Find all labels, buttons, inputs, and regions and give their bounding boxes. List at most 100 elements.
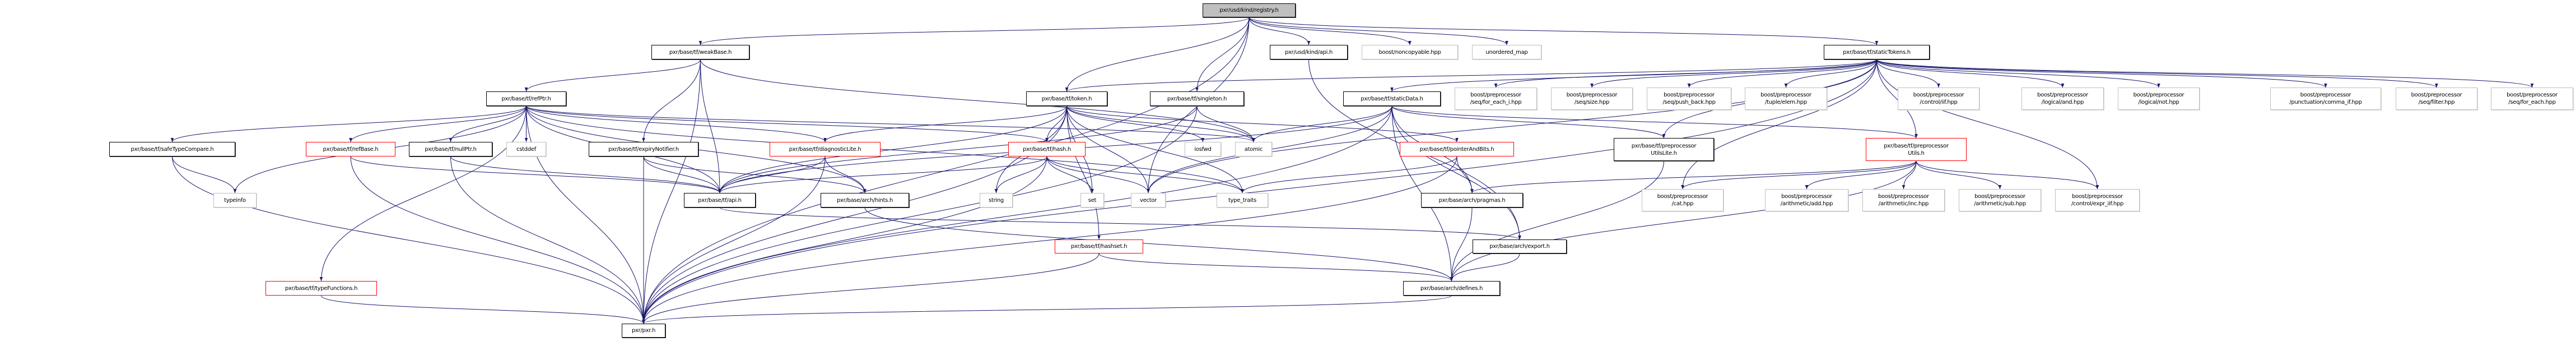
edge-ppUtils-to-sub bbox=[1916, 160, 2002, 190]
edge-weakBase-to-pxr bbox=[642, 59, 701, 324]
edge-staticData-to-export bbox=[1391, 105, 1521, 240]
node-pointer-and-bits[interactable]: pxr/base/tf/pointerAndBits.h bbox=[1400, 142, 1514, 156]
edge-nullPtr-to-tfApi bbox=[450, 156, 721, 193]
node-type-functions[interactable]: pxr/base/tf/typeFunctions.h bbox=[265, 281, 377, 296]
node-add: boost/preprocessor /arithmetic/add.hpp bbox=[1765, 189, 1848, 211]
node-export[interactable]: pxr/base/arch/export.h bbox=[1473, 239, 1567, 254]
edge-token-to-diagnosticLite bbox=[823, 105, 1067, 142]
edge-refPtr-to-typeFunctions bbox=[319, 105, 527, 282]
edge-token-to-pxr bbox=[642, 105, 1067, 324]
edge-hash-to-set bbox=[1046, 156, 1094, 193]
node-tf-api[interactable]: pxr/base/tf/api.h bbox=[684, 193, 756, 208]
edge-staticTokens-to-forEachI bbox=[1494, 59, 1877, 88]
edge-token-to-typeTraits bbox=[1066, 105, 1244, 193]
node-defines[interactable]: pxr/base/arch/defines.h bbox=[1403, 281, 1500, 296]
edge-safeTypeCompare-to-pxr bbox=[172, 156, 645, 324]
node-expr-iif: boost/preprocessor /control/expr_iif.hpp bbox=[2055, 189, 2140, 211]
node-atomic: atomic bbox=[1235, 142, 1272, 156]
node-pp-utils-lite[interactable]: pxr/base/tf/preprocessor UtilsLite.h bbox=[1614, 138, 1714, 161]
node-pxr[interactable]: pxr/pxr.h bbox=[622, 324, 665, 338]
edge-refPtr-to-safeTypeCompare bbox=[170, 105, 527, 142]
edge-diagnosticLite-to-pxr bbox=[642, 156, 826, 324]
edge-token-to-pointerAndBits bbox=[1066, 105, 1459, 142]
edge-staticTokens-to-seqSize bbox=[1590, 59, 1877, 88]
node-weak-base[interactable]: pxr/base/tf/weakBase.h bbox=[651, 45, 749, 59]
node-null-ptr[interactable]: pxr/base/tf/nullPtr.h bbox=[409, 142, 492, 156]
edge-refPtr-to-hash bbox=[526, 105, 1049, 142]
node-expiry-notifier[interactable]: pxr/base/tf/expiryNotifier.h bbox=[589, 142, 698, 156]
edge-token-to-iosfwd bbox=[1066, 105, 1205, 142]
node-unordered-map: unordered_map bbox=[1472, 45, 1541, 59]
node-iosfwd: iosfwd bbox=[1185, 142, 1221, 156]
edge-ppUtils-to-inc bbox=[1902, 160, 1917, 190]
edge-registry-to-staticTokens bbox=[1249, 17, 1879, 45]
node-pp-utils[interactable]: pxr/base/tf/preprocessor Utils.h bbox=[1866, 138, 1967, 161]
edge-typeFunctions-to-pxr bbox=[321, 295, 645, 324]
node-hash[interactable]: pxr/base/tf/hash.h bbox=[1008, 142, 1086, 156]
edge-registry-to-weakBase bbox=[698, 17, 1250, 45]
edge-singleton-to-pxr bbox=[642, 105, 1198, 324]
edge-refPtr-to-nullPtr bbox=[449, 105, 527, 142]
node-static-tokens[interactable]: pxr/base/tf/staticTokens.h bbox=[1824, 45, 1930, 59]
edge-pointerAndBits-to-pragmas bbox=[1456, 156, 1474, 193]
edge-hash-to-pxr bbox=[642, 156, 1047, 324]
edge-diagnosticLite-to-hints bbox=[824, 156, 867, 193]
edge-staticTokens-to-tupleElem bbox=[1784, 59, 1877, 88]
edge-token-to-vector bbox=[1066, 105, 1150, 193]
node-inc: boost/preprocessor /arithmetic/inc.hpp bbox=[1862, 189, 1945, 211]
edge-staticTokens-to-seqForEach bbox=[1876, 59, 2534, 88]
edge-refPtr-to-atomic bbox=[526, 105, 1255, 142]
node-safe-type-compare[interactable]: pxr/base/tf/safeTypeCompare.h bbox=[109, 142, 235, 156]
edge-diagnosticLite-to-tfApi bbox=[718, 156, 826, 193]
edge-staticData-to-ppUtils bbox=[1391, 105, 1918, 139]
node-token[interactable]: pxr/base/tf/token.h bbox=[1026, 91, 1107, 106]
edge-hash-to-string bbox=[994, 156, 1047, 193]
edge-hints-to-defines bbox=[864, 207, 1454, 282]
edge-expiryNotifier-to-tfApi bbox=[643, 156, 721, 193]
node-kind-api[interactable]: pxr/usd/kind/api.h bbox=[1270, 45, 1348, 59]
node-hints[interactable]: pxr/base/arch/hints.h bbox=[821, 193, 909, 208]
node-hashset[interactable]: pxr/base/tf/hashset.h bbox=[1055, 239, 1143, 254]
node-ref-ptr[interactable]: pxr/base/tf/refPtr.h bbox=[486, 91, 566, 106]
node-static-data[interactable]: pxr/base/tf/staticData.h bbox=[1343, 91, 1441, 106]
node-iif: boost/preprocessor /control/iif.hpp bbox=[1898, 87, 1979, 110]
node-pragmas[interactable]: pxr/base/arch/pragmas.h bbox=[1421, 193, 1523, 208]
edge-hashset-to-pxr bbox=[642, 253, 1100, 324]
node-vector: vector bbox=[1131, 193, 1166, 208]
edge-pointerAndBits-to-typeTraits bbox=[1241, 156, 1457, 193]
edge-registry-to-kindApi bbox=[1249, 17, 1311, 45]
edge-staticTokens-to-seqFilter bbox=[1876, 59, 2438, 88]
edge-ppUtils-to-add bbox=[1805, 160, 1917, 190]
node-singleton[interactable]: pxr/base/tf/singleton.h bbox=[1150, 91, 1244, 106]
edge-refPtr-to-diagnosticLite bbox=[526, 105, 827, 142]
edge-singleton-to-atomic bbox=[1196, 105, 1255, 142]
node-tuple-elem: boost/preprocessor /tuple/elem.hpp bbox=[1745, 87, 1827, 110]
node-registry[interactable]: pxr/usd/kind/registry.h bbox=[1203, 3, 1296, 17]
edge-registry-to-singleton bbox=[1195, 17, 1250, 92]
edge-staticTokens-to-exprIif bbox=[1876, 59, 2099, 190]
edge-staticTokens-to-commaIf bbox=[1876, 59, 2327, 88]
node-ref-base[interactable]: pxr/base/tf/refBase.h bbox=[306, 142, 395, 156]
edge-refPtr-to-typeTraits bbox=[526, 105, 1244, 193]
edge-staticData-to-atomic bbox=[1252, 105, 1392, 142]
edge-safeTypeCompare-to-typeinfo bbox=[172, 156, 237, 193]
edge-export-to-defines bbox=[1450, 253, 1520, 282]
edge-token-to-atomic bbox=[1066, 105, 1255, 142]
node-logical-and: boost/preprocessor /logical/and.hpp bbox=[2021, 87, 2104, 110]
edge-staticData-to-ppUtilsLite bbox=[1391, 105, 1666, 139]
node-seq-size: boost/preprocessor /seq/size.hpp bbox=[1551, 87, 1633, 110]
edge-staticTokens-to-cat bbox=[1681, 59, 1877, 190]
node-seq-for-each: boost/preprocessor /seq/for_each.hpp bbox=[2491, 87, 2573, 110]
node-noncopyable: boost/noncopyable.hpp bbox=[1362, 45, 1458, 59]
node-diagnostic-lite[interactable]: pxr/base/tf/diagnosticLite.h bbox=[770, 142, 881, 156]
edge-token-to-hash bbox=[1045, 105, 1067, 142]
node-type-traits: type_traits bbox=[1217, 193, 1268, 208]
edge-registry-to-token bbox=[1065, 17, 1250, 92]
edge-token-to-tfApi bbox=[718, 105, 1067, 193]
edge-weakBase-to-atomic bbox=[700, 59, 1255, 142]
node-comma-if: boost/preprocessor /punctuation/comma_if… bbox=[2270, 87, 2381, 110]
edge-refBase-to-pxr bbox=[350, 156, 645, 324]
node-set: set bbox=[1080, 193, 1104, 208]
edge-refPtr-to-refBase bbox=[349, 105, 527, 142]
edge-weakBase-to-expiryNotifier bbox=[642, 59, 701, 142]
